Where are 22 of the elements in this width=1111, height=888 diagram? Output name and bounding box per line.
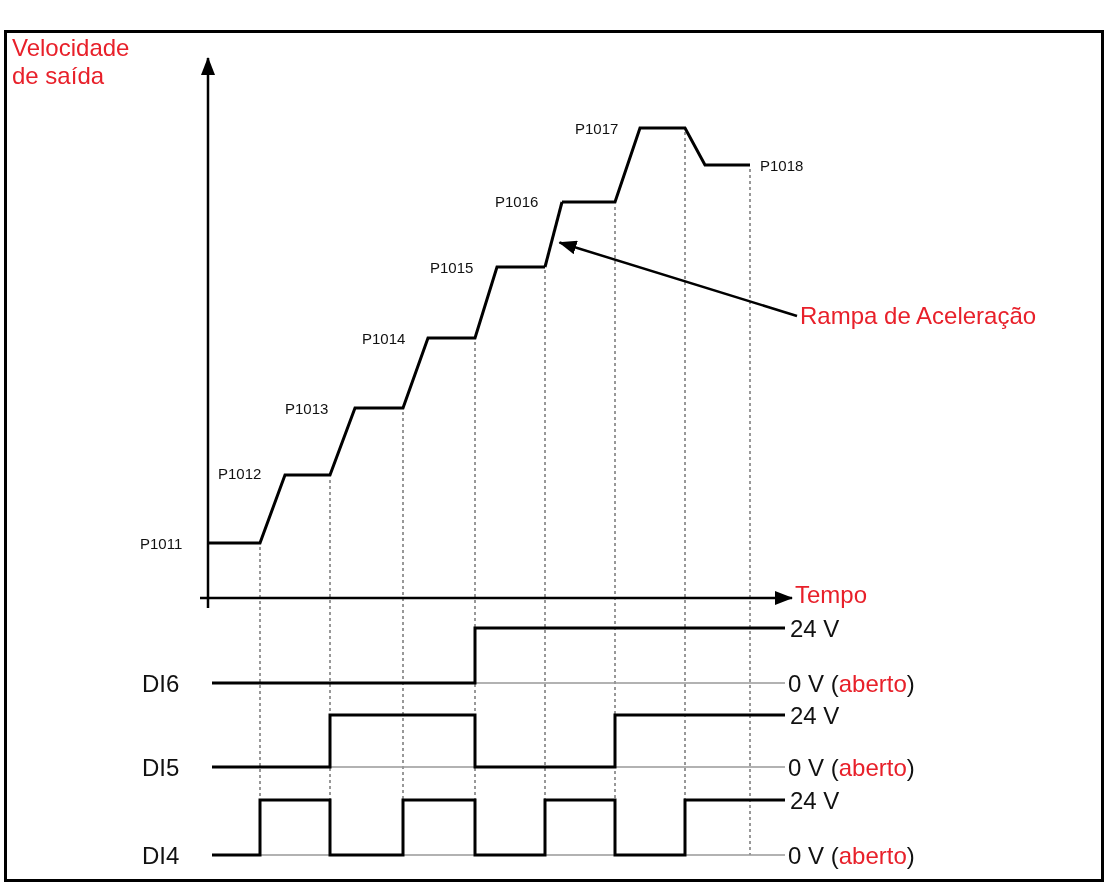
step-label: P1011 bbox=[140, 535, 183, 552]
voltage-label: 24 V bbox=[790, 787, 840, 815]
voltage-label: 0 V (aberto) bbox=[788, 754, 915, 782]
signal-name: DI6 bbox=[142, 670, 180, 698]
step-label: P1016 bbox=[495, 193, 539, 210]
step-label: P1012 bbox=[218, 465, 262, 482]
step-label: P1018 bbox=[760, 157, 804, 174]
step-label: P1015 bbox=[430, 259, 474, 276]
voltage-label: 24 V bbox=[790, 702, 840, 730]
ramp-segment bbox=[543, 201, 564, 268]
voltage-label: 0 V (aberto) bbox=[788, 842, 915, 870]
voltage-label: 0 V (aberto) bbox=[788, 670, 915, 698]
step-label: P1013 bbox=[285, 400, 329, 417]
step-label: P1017 bbox=[575, 120, 619, 137]
leader-arrow bbox=[558, 240, 798, 318]
voltage-label: 24 V bbox=[790, 615, 840, 643]
callout-label: Rampa de Aceleração bbox=[800, 302, 1037, 330]
signal-name: DI4 bbox=[142, 842, 180, 870]
step-label: P1014 bbox=[362, 330, 406, 347]
axis-label: Tempo bbox=[795, 581, 868, 609]
axis-title: Velocidade de saída bbox=[12, 34, 131, 90]
signal-name: DI5 bbox=[142, 754, 180, 782]
